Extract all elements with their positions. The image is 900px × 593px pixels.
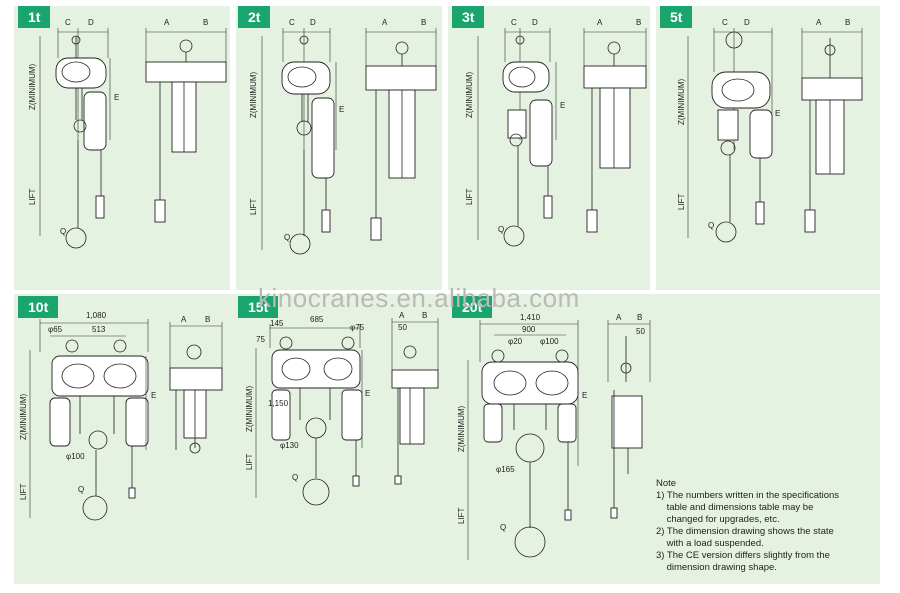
capacity-badge-2t: 2t: [238, 6, 271, 28]
drawing-20t: 1,410 900 φ20 φ100 φ165 Z(MINIMUM) LIFT …: [457, 313, 651, 560]
q-label-15t: Q: [292, 473, 298, 482]
dim-d2-20t: φ20: [508, 337, 523, 346]
e-label-3t: E: [560, 101, 565, 110]
lift-label-3t: LIFT: [465, 188, 474, 205]
dim-b-2t: B: [421, 18, 426, 27]
dim-d-2t: D: [310, 18, 316, 27]
drawing-2t: C D Z(MINIMUM) LIFT E Q A B: [249, 18, 437, 255]
capacity-badge-10t: 10t: [18, 296, 59, 318]
dim-d5-15t: 1,150: [268, 399, 289, 408]
dim-bval-20t: 50: [636, 327, 645, 336]
dim-b-1t: B: [203, 18, 208, 27]
dim-d3-15t: φ75: [350, 323, 365, 332]
dim-a-20t: A: [616, 313, 622, 322]
drawing-3t: C D Z(MINIMUM) LIFT E Q A B: [465, 18, 647, 247]
drawing-5t: C D Z(MINIMUM) LIFT E Q A B: [677, 18, 863, 243]
capacity-badge-5t: 5t: [660, 6, 693, 28]
dim-a-5t: A: [816, 18, 822, 27]
dim-width-10t: 1,080: [86, 311, 107, 320]
dim-b-5t: B: [845, 18, 850, 27]
capacity-badge-1t: 1t: [18, 6, 51, 28]
drawing-1t: C D Z(MINIMUM) LIFT E Q A B: [28, 18, 227, 249]
e-label-15t: E: [365, 389, 370, 398]
z-label-3t: Z(MINIMUM): [465, 71, 474, 118]
lift-label-10t: LIFT: [19, 483, 28, 500]
dim-d2-15t: 685: [310, 315, 324, 324]
lift-label-1t: LIFT: [28, 188, 37, 205]
dim-d3-20t: φ100: [540, 337, 559, 346]
q-label-20t: Q: [500, 523, 506, 532]
q-label-5t: Q: [708, 221, 714, 230]
q-label-3t: Q: [498, 225, 504, 234]
capacity-badge-3t: 3t: [452, 6, 485, 28]
z-label-1t: Z(MINIMUM): [28, 63, 37, 110]
dim-b-20t: B: [637, 313, 642, 322]
dim-a-1t: A: [164, 18, 170, 27]
dim-d4-15t: 75: [256, 335, 265, 344]
note-item-3: 3) The CE version differs slightly from …: [656, 550, 830, 573]
lift-label-2t: LIFT: [249, 198, 258, 215]
dim-d-1t: D: [88, 18, 94, 27]
q-label-1t: Q: [60, 227, 66, 236]
note-title: Note: [656, 478, 677, 489]
dim-a-3t: A: [597, 18, 603, 27]
dim-c-5t: C: [722, 18, 728, 27]
note-item-2: 2) The dimension drawing shows the state…: [656, 526, 834, 549]
dim-hook-15t: φ130: [280, 441, 299, 450]
dim-c-2t: C: [289, 18, 295, 27]
e-label-10t: E: [151, 391, 156, 400]
dim-d1-20t: 900: [522, 325, 536, 334]
note-box: Note 1) The numbers written in the speci…: [656, 478, 884, 574]
z-label-10t: Z(MINIMUM): [19, 393, 28, 440]
dim-d1-10t: φ65: [48, 325, 63, 334]
e-label-20t: E: [582, 391, 587, 400]
dim-bval-15t: 50: [398, 323, 407, 332]
dim-width-20t: 1,410: [520, 313, 541, 322]
dim-b-15t: B: [422, 311, 427, 320]
dim-a-10t: A: [181, 315, 187, 324]
lift-label-5t: LIFT: [677, 193, 686, 210]
q-label-2t: Q: [284, 233, 290, 242]
q-label-10t: Q: [78, 485, 84, 494]
dim-d-5t: D: [744, 18, 750, 27]
dim-a-15t: A: [399, 311, 405, 320]
dim-hook-20t: φ165: [496, 465, 515, 474]
dim-d2-10t: 513: [92, 325, 106, 334]
drawing-15t: 145 685 φ75 75 1,150 φ130 Z(MINIMUM) LIF…: [245, 311, 439, 506]
dim-c-3t: C: [511, 18, 517, 27]
watermark-text: kinocranes.en.alibaba.com: [258, 283, 580, 313]
e-label-1t: E: [114, 93, 119, 102]
e-label-5t: E: [775, 109, 780, 118]
dim-c-1t: C: [65, 18, 71, 27]
dim-d-3t: D: [532, 18, 538, 27]
z-label-15t: Z(MINIMUM): [245, 385, 254, 432]
note-item-1: 1) The numbers written in the specificat…: [656, 490, 840, 525]
e-label-2t: E: [339, 105, 344, 114]
capacity-badge-20t: 20t: [452, 296, 493, 318]
dim-hook-10t: φ100: [66, 452, 85, 461]
panel-bottom: [14, 294, 880, 584]
z-label-20t: Z(MINIMUM): [457, 405, 466, 452]
z-label-2t: Z(MINIMUM): [249, 71, 258, 118]
z-label-5t: Z(MINIMUM): [677, 78, 686, 125]
lift-label-20t: LIFT: [457, 507, 466, 524]
capacity-badge-15t: 15t: [238, 296, 279, 318]
lift-label-15t: LIFT: [245, 453, 254, 470]
dim-b-3t: B: [636, 18, 641, 27]
drawing-10t: 1,080 φ65 513 φ100 Z(MINIMUM) LIFT E Q A…: [19, 311, 223, 521]
dim-a-2t: A: [382, 18, 388, 27]
dim-d1-15t: 145: [270, 319, 284, 328]
dim-b-10t: B: [205, 315, 210, 324]
